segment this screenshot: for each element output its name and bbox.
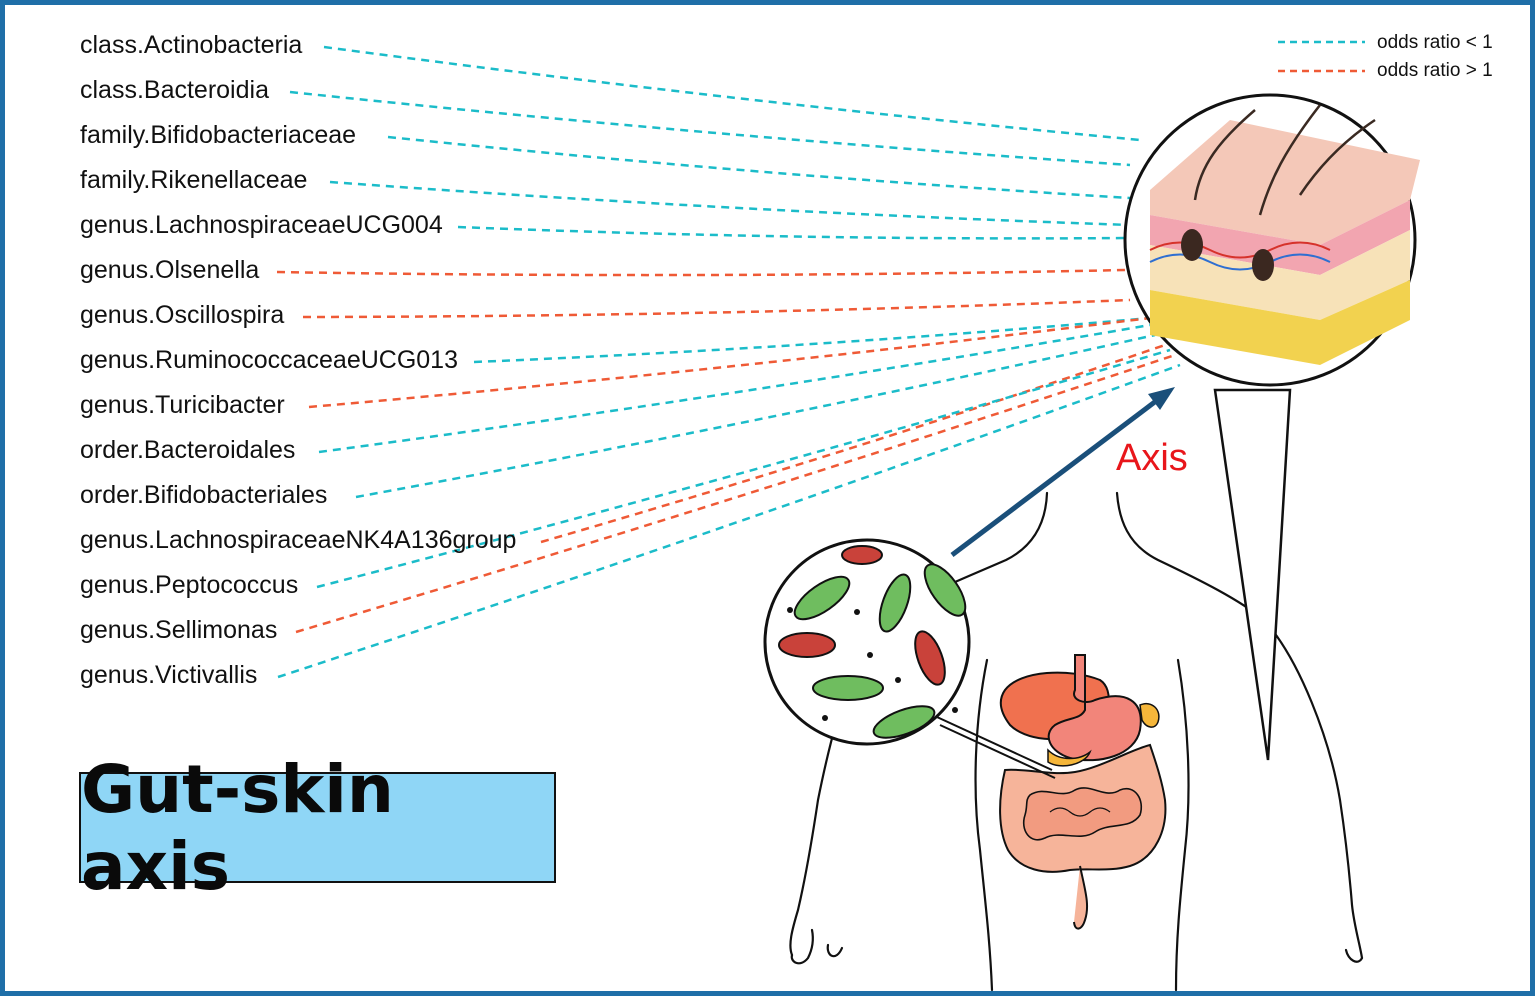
skin-layers-illustration <box>1123 93 1420 761</box>
taxon-label: genus.Victivallis <box>80 661 258 689</box>
connector-line <box>277 363 1181 679</box>
connector-line <box>355 333 1156 499</box>
taxon-label: family.Rikenellaceae <box>80 166 308 194</box>
axis-arrow-head <box>1148 387 1175 410</box>
connector-lines <box>276 45 1181 679</box>
taxon-label: genus.Peptococcus <box>80 571 299 599</box>
taxon-label: genus.Turicibacter <box>80 391 285 419</box>
taxon-label: class.Actinobacteria <box>80 31 303 59</box>
connector-line <box>329 180 1131 227</box>
taxon-label: class.Bacteroidia <box>80 76 269 104</box>
connector-line <box>457 225 1131 240</box>
taxon-label: genus.LachnospiraceaeUCG004 <box>80 211 443 239</box>
diagram-title: Gut-skin axis <box>81 750 394 905</box>
human-body-outline <box>789 491 1364 992</box>
taxon-label: order.Bacteroidales <box>80 436 296 464</box>
gut-bacteria-illustration <box>763 538 1056 779</box>
connector-line <box>473 316 1151 364</box>
connector-line <box>295 353 1176 634</box>
axis-arrow <box>950 396 1162 557</box>
legend-label-less: odds ratio < 1 <box>1377 32 1493 53</box>
taxon-label: genus.Sellimonas <box>80 616 278 644</box>
taxon-label: genus.LachnospiraceaeNK4A136group <box>80 526 517 554</box>
connector-line <box>316 348 1171 589</box>
taxon-label: family.Bifidobacteriaceae <box>80 121 357 149</box>
digestive-organs-illustration <box>999 654 1167 930</box>
connector-line <box>387 135 1131 200</box>
connector-line <box>308 316 1151 409</box>
taxon-label: genus.Olsenella <box>80 256 260 284</box>
taxon-label: genus.Oscillospira <box>80 301 285 329</box>
connector-line <box>289 90 1131 167</box>
taxon-label: order.Bifidobacteriales <box>80 481 328 509</box>
axis-label: Axis <box>1116 437 1188 479</box>
taxon-label: genus.RuminococcaceaeUCG013 <box>80 346 458 374</box>
connector-line <box>276 268 1126 277</box>
legend-label-greater: odds ratio > 1 <box>1377 60 1493 81</box>
connector-line <box>540 343 1166 544</box>
connector-line <box>318 323 1151 454</box>
connector-line <box>323 45 1141 142</box>
connector-line <box>302 298 1131 319</box>
title-box: Gut-skin axis <box>79 750 556 905</box>
